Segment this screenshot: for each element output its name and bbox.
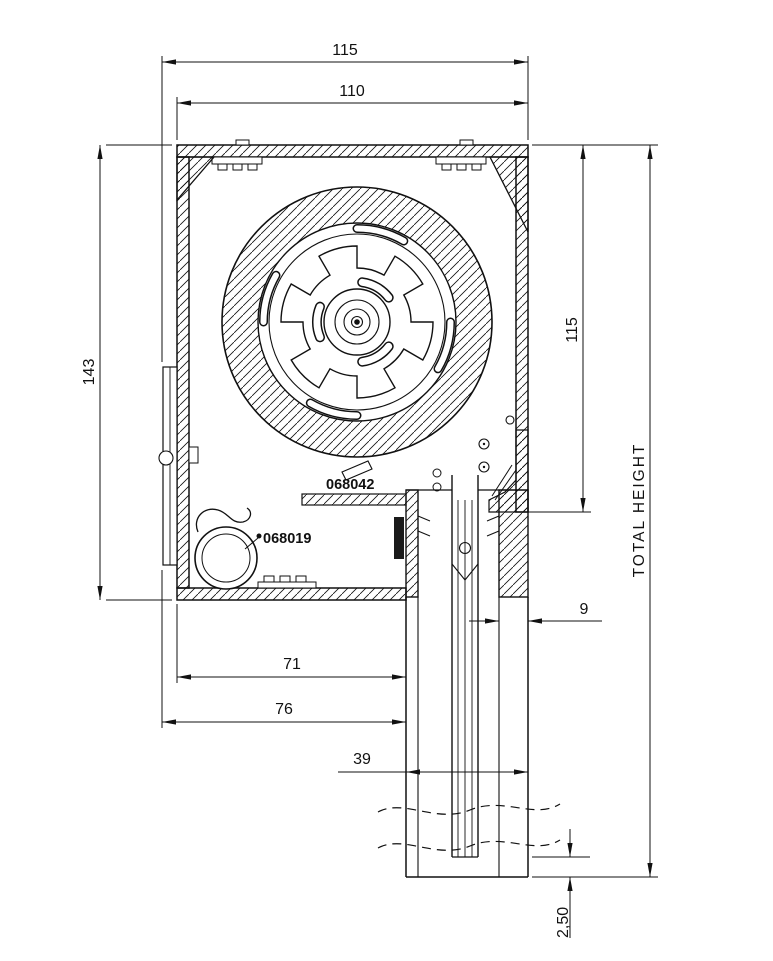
divider-strip (301, 493, 407, 506)
axle-hub (323, 288, 391, 356)
dim-top-overall-label: 115 (332, 42, 358, 59)
dim-bottom-outer-label: 76 (275, 701, 293, 718)
top-clip-left (211, 156, 263, 171)
shutter-box-section (158, 139, 561, 878)
lock-bar (394, 517, 404, 559)
break-lines (377, 803, 561, 851)
dim-bottom-inner-label: 71 (283, 656, 301, 673)
dim-bottom-inner: 71 (176, 604, 406, 683)
end-slat-area (194, 460, 442, 590)
bottom-clip (257, 575, 317, 589)
dim-right-height-label: 115 (564, 317, 581, 343)
leader-line (244, 537, 259, 550)
part-068019-label: 068019 (263, 531, 311, 547)
end-slat-roll (194, 526, 258, 590)
dim-bottom-clearance: 2,50 (532, 829, 590, 938)
dim-top-inner-label: 110 (339, 83, 365, 100)
slat-stub (341, 460, 373, 481)
dimensions: 115 110 143 115 TOTAL HEIGHT (81, 42, 658, 938)
dim-rail-width: 39 (338, 751, 528, 775)
tube-slots (259, 223, 456, 420)
dim-left-height-label: 143 (81, 359, 98, 386)
spring-clip (195, 507, 252, 533)
bottom-profile (176, 575, 407, 601)
dim-wall-thickness-label: 9 (580, 601, 589, 618)
roller-assembly (221, 186, 493, 458)
left-wall-bracket (188, 446, 199, 464)
guide-rail (377, 475, 561, 878)
part-068042-label: 068042 (326, 477, 374, 493)
tube-ring (268, 233, 446, 411)
dim-rail-width-label: 39 (353, 751, 371, 768)
dim-wall-thickness: 9 (469, 601, 602, 630)
left-flange-knob (158, 450, 174, 466)
dim-bottom-outer: 76 (161, 570, 406, 728)
leader-dot (256, 533, 262, 539)
top-clip-right (435, 156, 487, 171)
dim-right-height: 115 (518, 145, 591, 513)
dim-top-overall: 115 (161, 42, 529, 362)
pivot-hole (505, 415, 515, 425)
total-height-label: TOTAL HEIGHT (631, 443, 648, 578)
dim-left-height: 143 (81, 144, 172, 601)
dim-bottom-clearance-label: 2,50 (555, 907, 572, 938)
dim-total-height: TOTAL HEIGHT (532, 144, 658, 878)
dim-top-inner: 110 (176, 83, 528, 140)
adapter-slots (311, 277, 394, 367)
left-profile (158, 156, 199, 589)
part-labels: 068042 068019 (244, 477, 374, 550)
